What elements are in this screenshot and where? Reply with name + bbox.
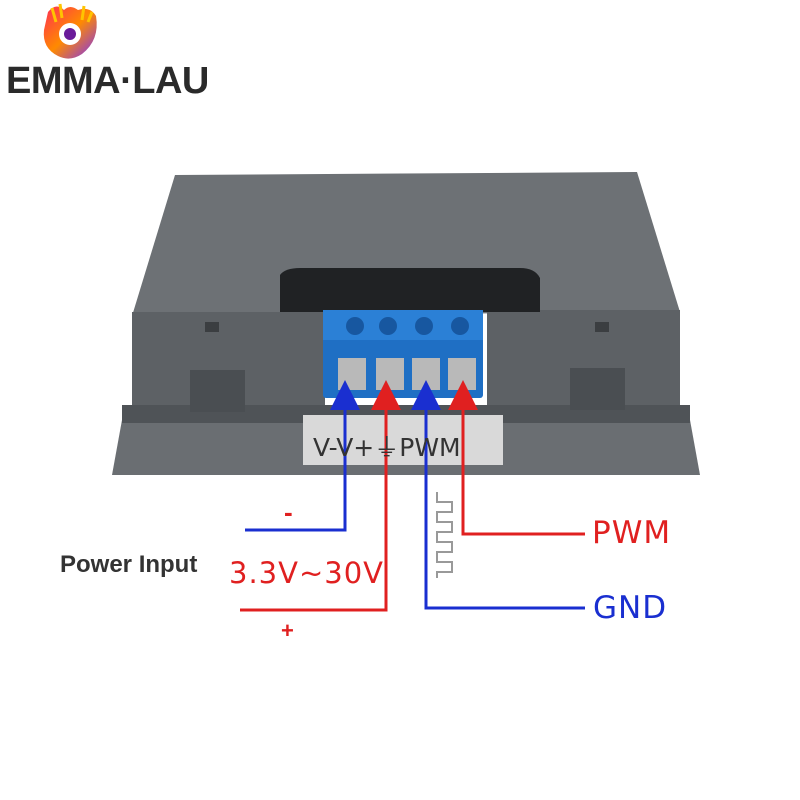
pwm-wire	[448, 380, 585, 536]
positive-label: +	[281, 618, 294, 643]
voltage-range-label: 3.3V~30V	[229, 556, 384, 590]
gnd-label: GND	[593, 590, 668, 626]
gnd-wire	[411, 380, 585, 610]
negative-wire	[245, 380, 360, 532]
emma-lau-logo-icon	[43, 3, 97, 59]
pin-labels: V-V+⏚PWM	[313, 433, 461, 462]
pwm-label: PWM	[592, 515, 672, 551]
positive-wire	[240, 380, 401, 612]
power-input-label: Power Input	[60, 551, 198, 578]
negative-label: -	[284, 497, 293, 527]
pwm-waveform-icon	[436, 492, 453, 578]
brand-wordmark: EMMA·LAU	[6, 60, 209, 102]
pin-label-strip	[303, 415, 503, 465]
